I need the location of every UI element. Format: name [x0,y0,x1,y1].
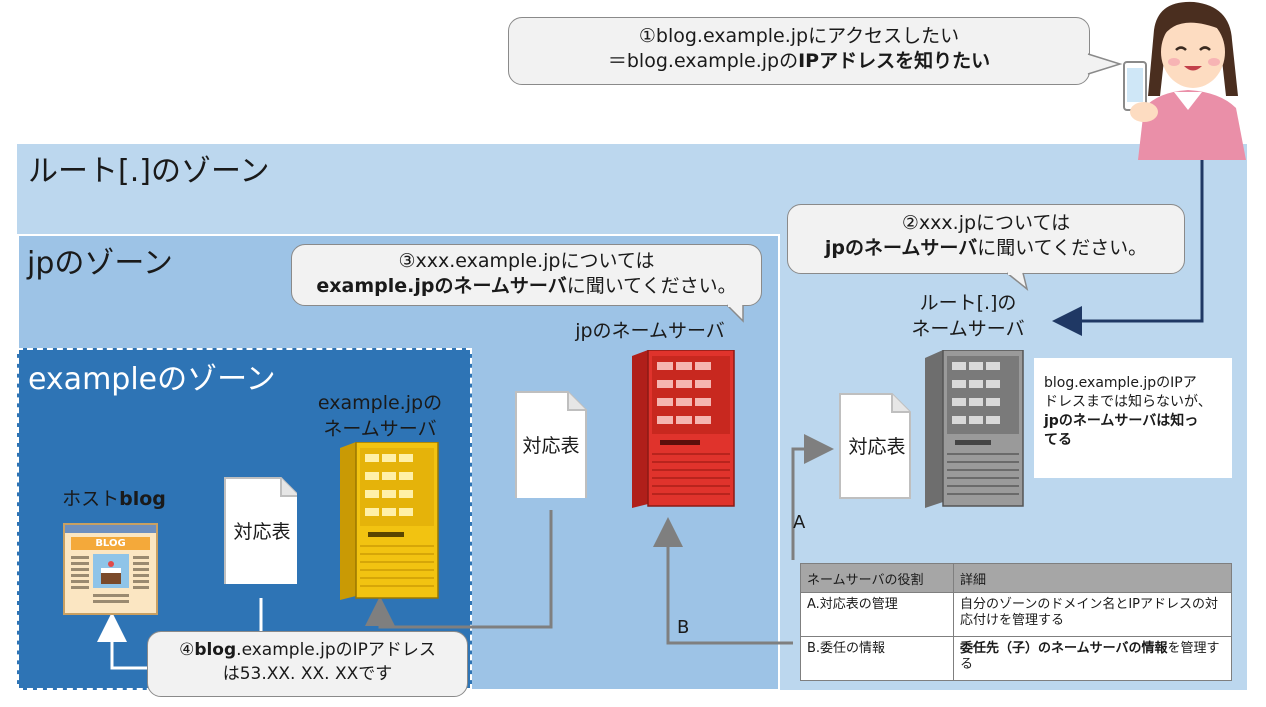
bubble-2-line2-bold: jpのネームサーバ [824,237,978,259]
woman-with-smartphone-icon [1123,1,1246,160]
example-zone-title: exampleのゾーン [28,362,276,397]
blog-logo: BLOG [71,537,150,550]
bubble-1-tail [1086,53,1123,75]
bubble-2-line2-post: に聞いてください。 [977,237,1148,259]
jp-table-label: 対応表 [522,435,580,457]
table-row: A.対応表の管理 自分のゾーンのドメイン名とIPアドレスの対応付けを管理する [800,592,1232,637]
bubble-2-line2: jpのネームサーバに聞いてください。 [788,236,1184,261]
table-cell-role: B.委任の情報 [800,636,954,681]
arrow-b [653,517,793,645]
example-server-icon [340,442,439,600]
nameserver-roles-table: ネームサーバの役割 詳細 A.対応表の管理 自分のゾーンのドメイン名とIPアドレ… [800,563,1232,681]
example-table-label: 対応表 [233,521,291,543]
table-header-row: ネームサーバの役割 詳細 [800,563,1232,593]
speech-bubble-1: ①blog.example.jpにアクセスしたい ＝blog.example.j… [508,17,1090,85]
root-server-info-box: blog.example.jpのIPア ドレスまでは知らないが、 jpのネームサ… [1034,358,1232,478]
table-cell-detail-bold: 委任先（子）のネームサーバの情報 [960,641,1168,656]
blog-browser-bar [65,525,156,533]
blog-page-icon: BLOG [63,523,158,615]
info-bold1: jpのネームサーバは知っ [1044,413,1199,429]
root-server-label-line1: ルート[.]の [919,292,1017,314]
bubble-4-post: .example.jpのIPアドレス [236,640,436,660]
table-cell-role: A.対応表の管理 [800,592,954,637]
table-header-detail: 詳細 [953,563,1232,593]
bubble-2-tail [1006,271,1029,291]
arrow-b-label: B [677,617,690,638]
arrow-user-to-root [1052,158,1204,336]
root-server-icon [925,350,1024,508]
table-header-role: ネームサーバの役割 [800,563,954,593]
root-table-label: 対応表 [848,436,906,458]
bubble-1-line2: ＝blog.example.jpのIPアドレスを知りたい [509,49,1089,74]
example-server-label: example.jpの ネームサーバ [305,390,455,442]
arrow-jp-doc-to-example-server [365,510,553,629]
bubble-3-line2: example.jpのネームサーバに聞いてください。 [292,274,761,299]
host-label-pre: ホスト [62,488,120,510]
root-server-label-line2: ネームサーバ [911,318,1025,340]
info-line2: ドレスまでは知らないが、 [1044,394,1212,410]
bubble-1-line2-bold: IPアドレスを知りたい [798,50,991,72]
bubble-4-pre: ④ [179,640,195,660]
jp-server-label: jpのネームサーバ [575,320,725,342]
bubble-1-line2-pre: ＝blog.example.jpの [607,50,799,72]
root-server-label: ルート[.]の ネームサーバ [898,290,1038,342]
table-cell-detail-text: を管理する [960,641,1220,672]
speech-bubble-3: ③xxx.example.jpについては example.jpのネームサーバに聞… [291,244,762,306]
jp-zone-title: jpのゾーン [27,246,173,281]
bubble-2-line1: ②xxx.jpについては [901,212,1071,234]
blog-content-icon [71,554,149,603]
bubble-3-line2-post: に聞いてください。 [566,275,737,297]
example-table-document-icon [224,477,297,584]
arrow-a-label: A [793,512,806,533]
arrow-a [791,434,834,560]
example-server-label-line1: example.jpの [317,392,443,414]
bubble-3-line1: ③xxx.example.jpについては [398,250,655,272]
bubble-3-line2-bold: example.jpのネームサーバ [316,275,567,297]
table-cell-detail-text: 自分のゾーンのドメイン名とIPアドレスの対応付けを管理する [960,597,1219,628]
bubble-4-line1: ④blog.example.jpのIPアドレス [148,638,467,662]
bubble-3-tail [726,303,744,323]
speech-bubble-4: ④blog.example.jpのIPアドレス は53.XX. XX. XXです [147,631,468,697]
example-server-label-line2: ネームサーバ [323,418,437,440]
root-zone-title: ルート[.]のゾーン [28,154,270,189]
host-blog-label: ホストblog [54,486,174,512]
bubble-1-line1: ①blog.example.jpにアクセスしたい [638,25,960,47]
bubble-4-line2: は53.XX. XX. XXです [222,664,393,684]
table-cell-detail: 自分のゾーンのドメイン名とIPアドレスの対応付けを管理する [953,592,1232,637]
table-cell-detail: 委任先（子）のネームサーバの情報を管理する [953,636,1232,681]
jp-table-document-icon [515,391,587,498]
root-table-document-icon [839,393,911,499]
host-label-bold: blog [119,488,166,510]
table-row: B.委任の情報 委任先（子）のネームサーバの情報を管理する [800,636,1232,681]
speech-bubble-2: ②xxx.jpについては jpのネームサーバに聞いてください。 [787,204,1185,274]
info-line1: blog.example.jpのIPア [1044,375,1197,391]
bubble-4-bold: blog [194,640,237,660]
info-bold2: てる [1044,432,1072,448]
jp-server-icon [632,350,735,508]
